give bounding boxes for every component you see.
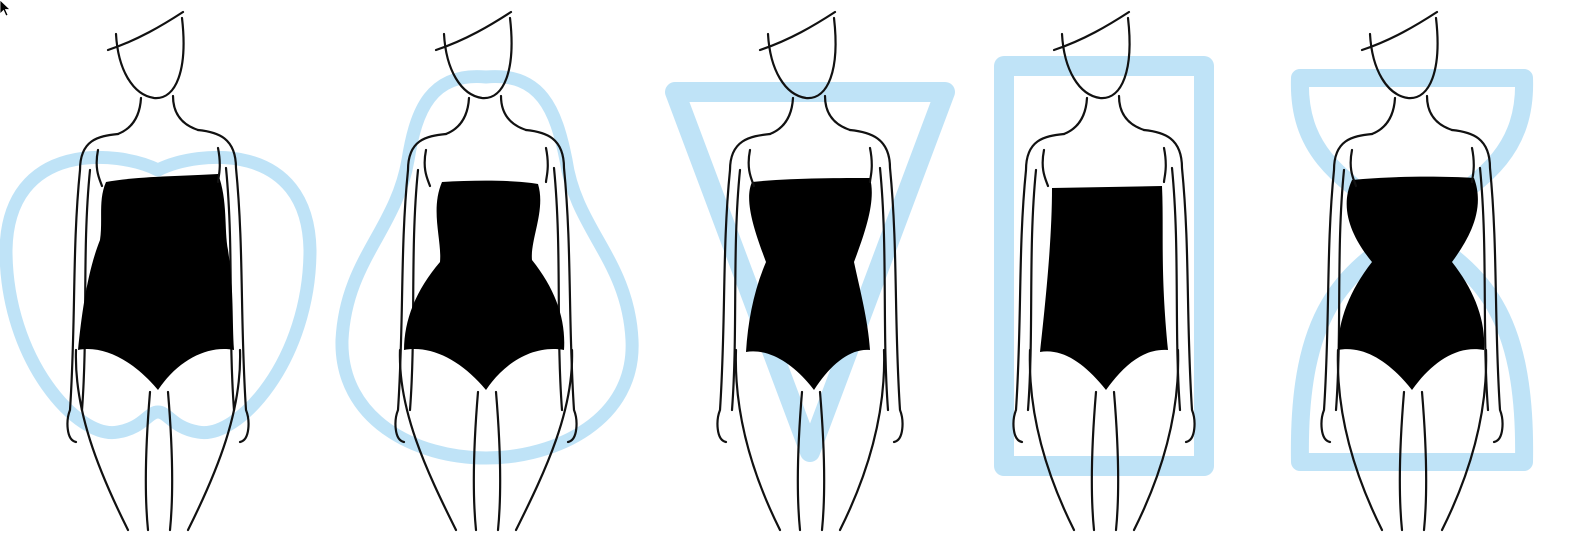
- right-leg-outline: [166, 348, 242, 532]
- head-outline: [442, 16, 513, 100]
- neck-outline: [1370, 94, 1454, 136]
- head-outline: [766, 16, 837, 100]
- hair-line: [1052, 10, 1131, 52]
- right-leg-outline: [494, 348, 574, 532]
- right-arm-outline: [524, 128, 578, 444]
- torso-outline: [423, 146, 549, 188]
- left-leg-outline: [734, 348, 804, 532]
- rectangle-shape-outline: [994, 56, 1214, 476]
- apple-shape-outline: [0, 150, 317, 439]
- head-outline: [1368, 16, 1439, 100]
- swimsuit-silhouette: [78, 174, 234, 390]
- mouse-pointer-icon: [0, 0, 12, 17]
- figure-hourglass: [1290, 10, 1534, 532]
- pear-shape-outline: [335, 70, 639, 465]
- torso-outline: [95, 146, 221, 188]
- swimsuit-silhouette: [1338, 176, 1485, 390]
- figure-inverted-triangle: [665, 10, 955, 532]
- left-leg-outline: [1028, 348, 1098, 532]
- figure-apple: [0, 10, 317, 532]
- inverted-triangle-shape-outline: [665, 82, 955, 462]
- neck-outline: [1062, 94, 1146, 136]
- torso-outline: [747, 146, 873, 188]
- left-leg-outline: [1336, 348, 1406, 532]
- head-outline: [114, 16, 185, 100]
- left-arm-outline: [66, 132, 120, 444]
- neck-outline: [116, 94, 200, 136]
- right-arm-outline: [848, 128, 904, 444]
- hair-line: [1360, 10, 1439, 52]
- swimsuit-silhouette: [404, 180, 565, 390]
- figure-pear: [335, 10, 639, 532]
- left-arm-outline: [716, 132, 772, 444]
- neck-outline: [444, 94, 528, 136]
- hair-line: [106, 10, 185, 52]
- swimsuit-silhouette: [746, 178, 872, 390]
- figure-rectangle: [994, 10, 1214, 532]
- right-leg-outline: [818, 348, 886, 532]
- swimsuit-silhouette: [1040, 186, 1168, 390]
- head-outline: [1060, 16, 1131, 100]
- neck-outline: [768, 94, 852, 136]
- right-leg-outline: [1420, 348, 1488, 532]
- hair-line: [758, 10, 837, 52]
- left-arm-outline: [394, 132, 448, 444]
- hair-line: [434, 10, 513, 52]
- right-leg-outline: [1112, 348, 1180, 532]
- torso-outline: [1041, 146, 1167, 188]
- left-leg-outline: [74, 348, 152, 532]
- left-leg-outline: [398, 348, 480, 532]
- torso-outline: [1349, 146, 1475, 188]
